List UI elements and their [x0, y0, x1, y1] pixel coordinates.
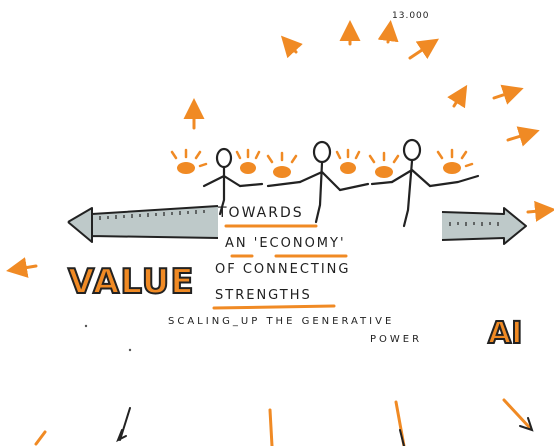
- ai-label: AI: [487, 315, 523, 352]
- radiating-arrow-icon: [506, 126, 540, 147]
- ink-dot: [84, 324, 88, 328]
- subheading-line-2: POWER: [370, 334, 423, 345]
- number-label: 13.000: [392, 11, 430, 21]
- radiating-arrows: [6, 20, 554, 278]
- value-label: VALUE: [67, 261, 195, 303]
- radiating-arrow-icon: [377, 20, 399, 44]
- ink-dot: [128, 348, 132, 352]
- heading-line-4: STRENGTHS: [215, 288, 312, 303]
- radiating-arrow-icon: [408, 38, 439, 60]
- radiating-arrow-icon: [280, 35, 303, 59]
- people-group: [202, 138, 480, 228]
- spark-icon: [266, 151, 298, 178]
- text-underlines: [212, 224, 348, 310]
- bottom-strokes: [34, 398, 534, 446]
- spark-icon: [436, 148, 474, 174]
- person-figure-icon: [298, 140, 342, 224]
- radiating-arrow-icon: [492, 84, 524, 105]
- spark-group: [170, 148, 474, 178]
- radiating-arrow-icon: [447, 84, 468, 109]
- spark-icon: [170, 148, 208, 174]
- double-arrow-icon: [67, 205, 219, 243]
- heading-line-1: TOWARDS: [218, 205, 304, 221]
- spark-icon: [335, 148, 361, 174]
- spark-icon: [368, 151, 400, 178]
- heading-line-3: OF CONNECTING: [215, 262, 351, 277]
- double-arrow-icon: [441, 207, 527, 245]
- spark-icon: [235, 148, 261, 174]
- radiating-arrow-icon: [6, 257, 38, 278]
- person-figure-icon: [202, 147, 242, 216]
- radiating-arrow-icon: [526, 200, 554, 222]
- person-figure-icon: [390, 138, 432, 228]
- subheading-line-1: SCALING_UP THE GENERATIVE: [168, 316, 395, 327]
- heading-line-2: AN 'ECONOMY': [225, 236, 346, 251]
